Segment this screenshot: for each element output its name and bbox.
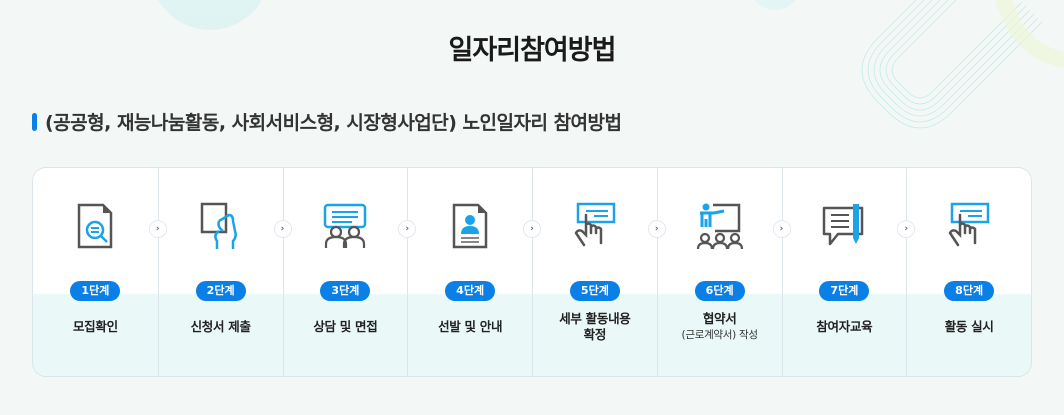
profile-document-icon: [445, 200, 495, 252]
step-4: 4단계 선발 및 안내 ›: [407, 168, 541, 376]
heading-accent-bar: [32, 112, 37, 131]
page-title: 일자리참여방법: [448, 35, 617, 66]
background-decoration-lines: [861, 0, 1064, 129]
step-badge: 2단계: [195, 281, 246, 301]
step-badge: 5단계: [569, 281, 620, 301]
step-6: 6단계 협약서 (근로계약서) 작성 ›: [656, 168, 791, 376]
step-label: 신청서 제출: [190, 319, 251, 334]
consultation-people-icon: [320, 200, 370, 252]
section-heading-text: (공공형, 재능나눔활동, 사회서비스형, 시장형사업단) 노인일자리 참여방법: [45, 112, 622, 134]
step-label: 세부 활동내용 확정: [559, 311, 631, 343]
step-badge: 1단계: [70, 281, 121, 301]
chevron-right-icon: ›: [897, 220, 916, 238]
touch-screen-icon: [570, 200, 620, 252]
hand-holding-paper-icon: [196, 200, 246, 252]
step-label: 상담 및 면접: [313, 319, 378, 334]
speech-bubble-pen-icon: [819, 200, 869, 252]
background-decoration: [150, 0, 270, 30]
step-badge: 4단계: [445, 281, 496, 301]
step-8: 8단계 활동 실시: [906, 168, 1031, 376]
step-label: 모집확인: [72, 319, 118, 334]
step-label: 협약서 (근로계약서) 작성: [682, 311, 758, 343]
chevron-right-icon: ›: [398, 220, 417, 238]
chevron-right-icon: ›: [523, 220, 541, 238]
section-heading: (공공형, 재능나눔활동, 사회서비스형, 시장형사업단) 노인일자리 참여방법: [32, 108, 622, 135]
step-label-line1: 세부 활동내용: [559, 311, 631, 326]
step-label-line2: 확정: [583, 327, 607, 342]
presentation-audience-icon: [695, 200, 745, 252]
document-search-icon: [70, 200, 120, 252]
step-label-line1: 협약서: [702, 311, 737, 326]
chevron-right-icon: ›: [148, 220, 167, 238]
steps-card: 1단계 모집확인 › 2단계 신청서 제출 › 3단계 상담 및 면접 › 4단…: [32, 167, 1032, 377]
chevron-right-icon: ›: [772, 220, 791, 238]
step-badge: 6단계: [694, 281, 745, 301]
step-label: 활동 실시: [944, 319, 994, 334]
step-badge: 3단계: [320, 281, 371, 301]
chevron-right-icon: ›: [647, 220, 666, 238]
step-3: 3단계 상담 및 면접 ›: [282, 168, 417, 376]
step-label: 참여자교육: [816, 319, 873, 334]
touch-screen-icon: [944, 200, 994, 252]
chevron-right-icon: ›: [273, 220, 292, 238]
step-7: 7단계 참여자교육 ›: [781, 168, 916, 376]
step-1: 1단계 모집확인 ›: [33, 168, 167, 376]
step-badge: 7단계: [819, 281, 870, 301]
step-badge: 8단계: [944, 281, 995, 301]
background-decoration: [745, 0, 805, 10]
step-label: 선발 및 안내: [438, 319, 503, 334]
step-2: 2단계 신청서 제출 ›: [157, 168, 292, 376]
step-sublabel: (근로계약서) 작성: [681, 329, 758, 341]
step-5: 5단계 세부 활동내용 확정 ›: [532, 168, 666, 376]
